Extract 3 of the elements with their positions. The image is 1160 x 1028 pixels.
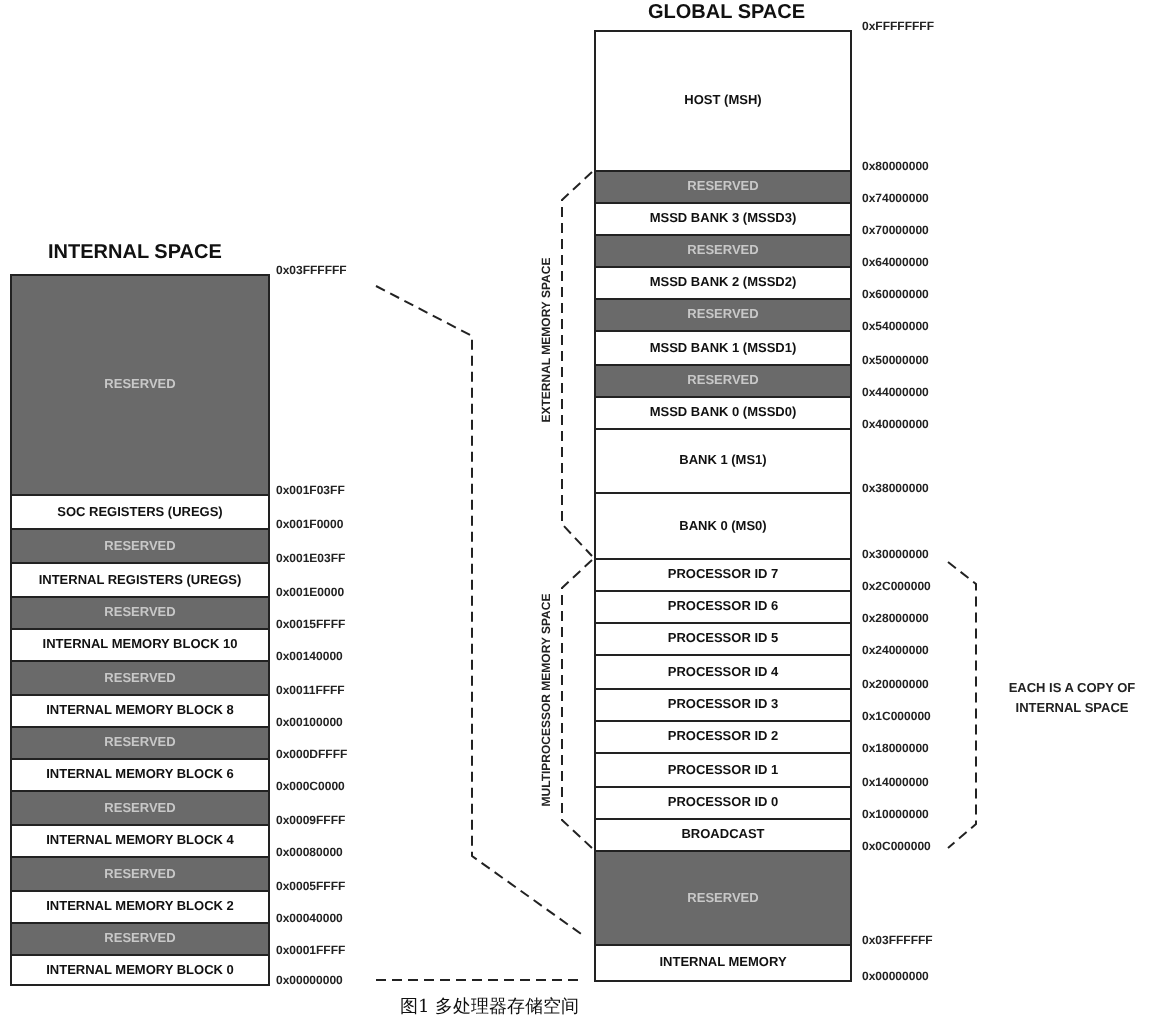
caption: 图1 多处理器存储空间 [400, 995, 580, 1020]
section-title: GLOBAL SPACE [648, 2, 806, 24]
section-title: INTERNAL SPACE [48, 242, 222, 264]
